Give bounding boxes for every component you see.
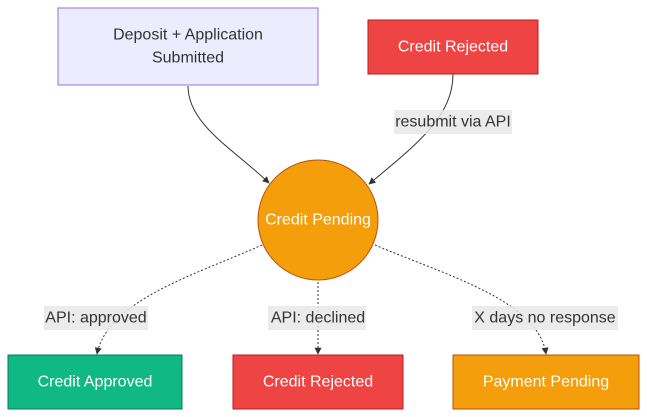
edges xyxy=(94,73,549,355)
node-credit-rejected-bottom-label: Credit Rejected xyxy=(263,374,373,391)
edge-label-no-response-text: X days no response xyxy=(474,310,616,327)
edge-pending-to-payment-pending[interactable] xyxy=(374,244,549,355)
node-credit-rejected-top[interactable]: Credit Rejected xyxy=(367,19,539,75)
node-credit-rejected-bottom[interactable]: Credit Rejected xyxy=(232,354,404,410)
node-credit-rejected-top-label: Credit Rejected xyxy=(398,39,508,56)
node-payment-pending[interactable]: Payment Pending xyxy=(452,354,640,410)
node-credit-pending[interactable]: Credit Pending xyxy=(257,159,379,281)
edge-label-declined: API: declined xyxy=(268,306,366,330)
edge-label-declined-text: API: declined xyxy=(271,310,365,327)
edge-label-approved: API: approved xyxy=(44,306,148,330)
edge-label-resubmit: resubmit via API xyxy=(394,110,512,134)
edge-label-no-response: X days no response xyxy=(472,306,618,330)
edge-label-approved-text: API: approved xyxy=(45,310,146,327)
node-credit-approved[interactable]: Credit Approved xyxy=(7,354,183,410)
nodes: Deposit + Application Submitted Credit R… xyxy=(7,7,640,410)
edge-labels: resubmit via API API: approved API: decl… xyxy=(44,110,618,330)
edge-label-resubmit-text: resubmit via API xyxy=(395,114,511,131)
edge-deposit-to-pending[interactable] xyxy=(187,85,270,184)
node-credit-approved-label: Credit Approved xyxy=(38,374,153,391)
node-deposit-line2: Submitted xyxy=(152,50,224,67)
node-deposit-submitted[interactable]: Deposit + Application Submitted xyxy=(57,7,319,86)
node-deposit-line1: Deposit + Application xyxy=(113,27,263,44)
node-payment-pending-label: Payment Pending xyxy=(483,374,609,391)
edge-pending-to-approved[interactable] xyxy=(94,244,263,355)
node-credit-pending-label: Credit Pending xyxy=(265,212,371,229)
